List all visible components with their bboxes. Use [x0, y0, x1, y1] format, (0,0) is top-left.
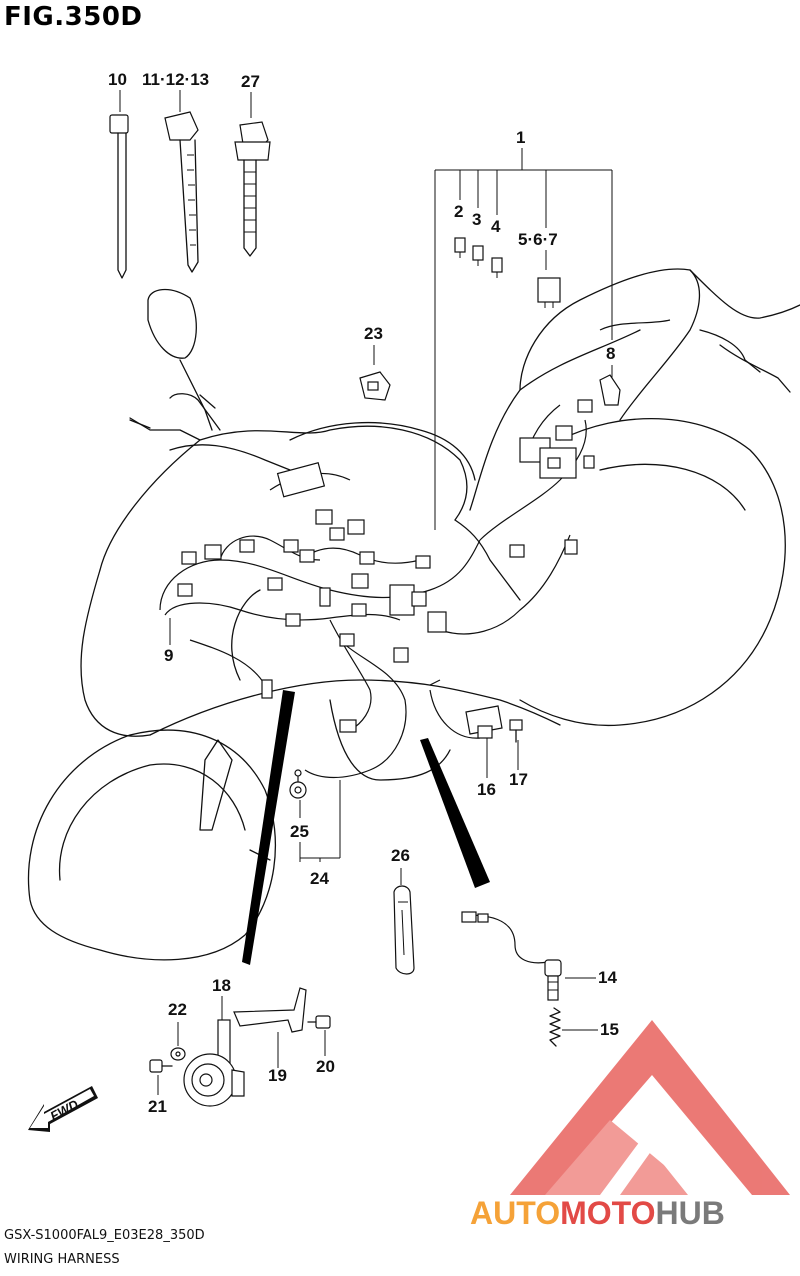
switch-16	[465, 705, 503, 739]
horn	[183, 1053, 245, 1107]
automotohub-wordmark: AUTOMOTOHUB	[470, 1195, 725, 1231]
spring-15	[549, 1007, 561, 1047]
callout-8: 8	[606, 344, 616, 363]
callout-11-12-13: 11·12·13	[142, 70, 210, 89]
callout-22: 22	[168, 1000, 187, 1019]
fuse-3	[472, 245, 484, 266]
svg-text:AUTOMOTOHUB: AUTOMOTOHUB	[470, 1195, 725, 1231]
connector-23	[359, 371, 391, 401]
callout-18: 18	[212, 976, 231, 995]
callout-3: 3	[472, 210, 482, 229]
callout-23: 23	[364, 324, 383, 343]
callout-20: 20	[316, 1057, 335, 1076]
callout-14: 14	[598, 968, 617, 987]
callout-15: 15	[600, 1020, 619, 1039]
watermark-hub: HUB	[655, 1195, 724, 1231]
figure-title: FIG.350D	[4, 2, 143, 32]
watermark-moto: MOTO	[560, 1195, 655, 1231]
bolt-17	[509, 719, 523, 743]
callout-24: 24	[310, 869, 329, 888]
bolt-20	[307, 1015, 331, 1029]
bolt-21	[149, 1059, 173, 1073]
callout-16: 16	[477, 780, 496, 799]
main-wiring-harness	[159, 319, 671, 779]
section-name: WIRING HARNESS	[4, 1252, 120, 1267]
washer-22	[170, 1047, 186, 1061]
pointer-wedges	[242, 690, 490, 965]
callout-9: 9	[164, 646, 174, 665]
callout-21: 21	[148, 1097, 167, 1116]
callout-4: 4	[491, 217, 501, 236]
callout-27: 27	[241, 72, 260, 91]
forward-direction-badge: FWD	[28, 1086, 98, 1132]
callout-25: 25	[290, 822, 309, 841]
callout-19: 19	[268, 1066, 287, 1085]
callout-1: 1	[516, 128, 526, 147]
fuse-2	[454, 237, 466, 258]
cable-tie-11-12-13	[164, 111, 199, 273]
callout-10: 10	[108, 70, 127, 89]
fuse-4	[491, 257, 503, 278]
callout-2: 2	[454, 202, 464, 221]
callout-17: 17	[509, 770, 528, 789]
leader-lines	[119, 90, 613, 1095]
bracket-26	[393, 885, 415, 975]
callout-26: 26	[391, 846, 410, 865]
cable-tie-10	[109, 114, 129, 279]
model-code: GSX-S1000FAL9_E03E28_350D	[4, 1228, 205, 1243]
automotohub-watermark-logo	[510, 1020, 790, 1195]
callout-5-6-7: 5·6·7	[518, 230, 558, 249]
grommet-25	[289, 769, 307, 799]
cable-tie-clip-27	[234, 121, 271, 257]
watermark-auto: AUTO	[470, 1195, 560, 1231]
sensor-14	[461, 911, 562, 1001]
relay-5-6-7	[537, 277, 561, 308]
